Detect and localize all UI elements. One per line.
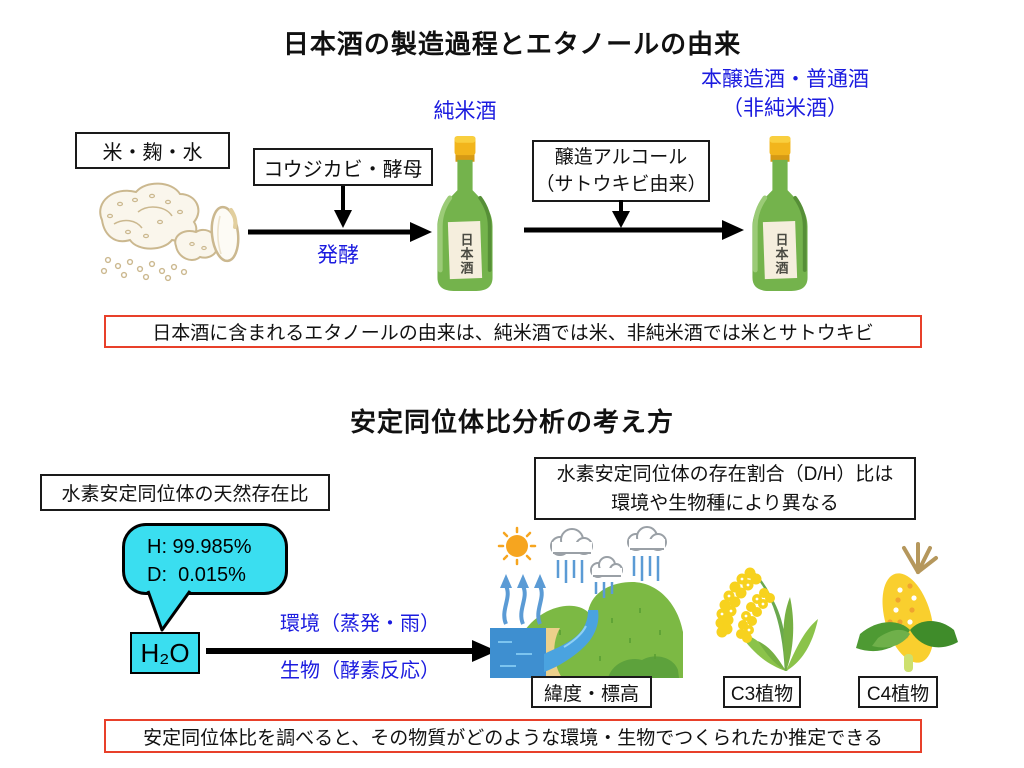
arrow-right-isotope <box>206 640 497 662</box>
dh-ratio-box: 水素安定同位体の存在割合（D/H）比は 環境や生物種により異なる <box>534 457 916 520</box>
biology-label: 生物（酵素反応） <box>280 660 440 682</box>
section2-title: 安定同位体比分析の考え方 <box>349 407 674 437</box>
arrow-right-fermentation <box>248 222 432 242</box>
sake-bottle-icon <box>752 136 808 291</box>
rice-plant-illustration <box>715 567 818 672</box>
sake-bottle-honjozo: 日本酒 <box>742 133 818 295</box>
bottle-label-text: 日本酒 <box>458 233 474 275</box>
section1-title: 日本酒の製造過程とエタノールの由来 <box>282 29 742 59</box>
honjozo-label-line1: 本醸造酒・普通酒 <box>701 68 869 91</box>
junmai-label: 純米酒 <box>433 100 497 123</box>
brewing-alcohol-box: 醸造アルコール （サトウキビ由来） <box>532 140 710 202</box>
koji-yeast-box: コウジカビ・酵母 <box>253 148 433 186</box>
honjozo-label: 本醸造酒・普通酒 （非純米酒） <box>660 65 910 123</box>
ingredients-box: 米・麹・水 <box>75 132 230 169</box>
environment-label: 環境（蒸発・雨） <box>280 613 440 635</box>
brewing-alcohol-line1: 醸造アルコール <box>554 147 688 168</box>
arrow-down-alcohol <box>612 200 630 228</box>
dh-ratio-line1: 水素安定同位体の存在割合（D/H）比は <box>556 463 894 485</box>
bubble-d-line: D: 0.015% <box>147 564 246 586</box>
koji-rice-illustration <box>99 182 240 282</box>
sake-bottle-icon <box>437 136 493 291</box>
bottle-label-text: 日本酒 <box>773 233 789 275</box>
latitude-altitude-box: 緯度・標高 <box>531 676 652 708</box>
arrow-right-blending <box>524 220 744 240</box>
isotope-speech-bubble: H: 99.985% D: 0.015% <box>122 523 288 595</box>
environment-illustration <box>490 526 683 678</box>
c3-plant-box: C3植物 <box>723 676 801 708</box>
dh-ratio-line2: 環境や生物種により異なる <box>611 492 839 514</box>
bubble-h-line: H: 99.985% <box>147 536 252 558</box>
arrow-down-koji <box>334 186 352 228</box>
fermentation-label: 発酵 <box>317 244 359 267</box>
speech-bubble-tail <box>146 590 192 632</box>
h2o-box: H₂O <box>130 632 200 674</box>
c4-plant-box: C4植物 <box>858 676 938 708</box>
honjozo-label-line2: （非純米酒） <box>722 97 848 120</box>
corn-illustration <box>856 542 958 672</box>
brewing-alcohol-line2: （サトウキビ由来） <box>535 174 707 195</box>
section1-note: 日本酒に含まれるエタノールの由来は、純米酒では米、非純米酒では米とサトウキビ <box>104 315 922 348</box>
sake-bottle-junmai: 日本酒 <box>427 133 503 295</box>
section2-note: 安定同位体比を調べると、その物質がどのような環境・生物でつくられたか推定できる <box>104 719 922 753</box>
natural-abundance-box: 水素安定同位体の天然存在比 <box>40 474 330 511</box>
